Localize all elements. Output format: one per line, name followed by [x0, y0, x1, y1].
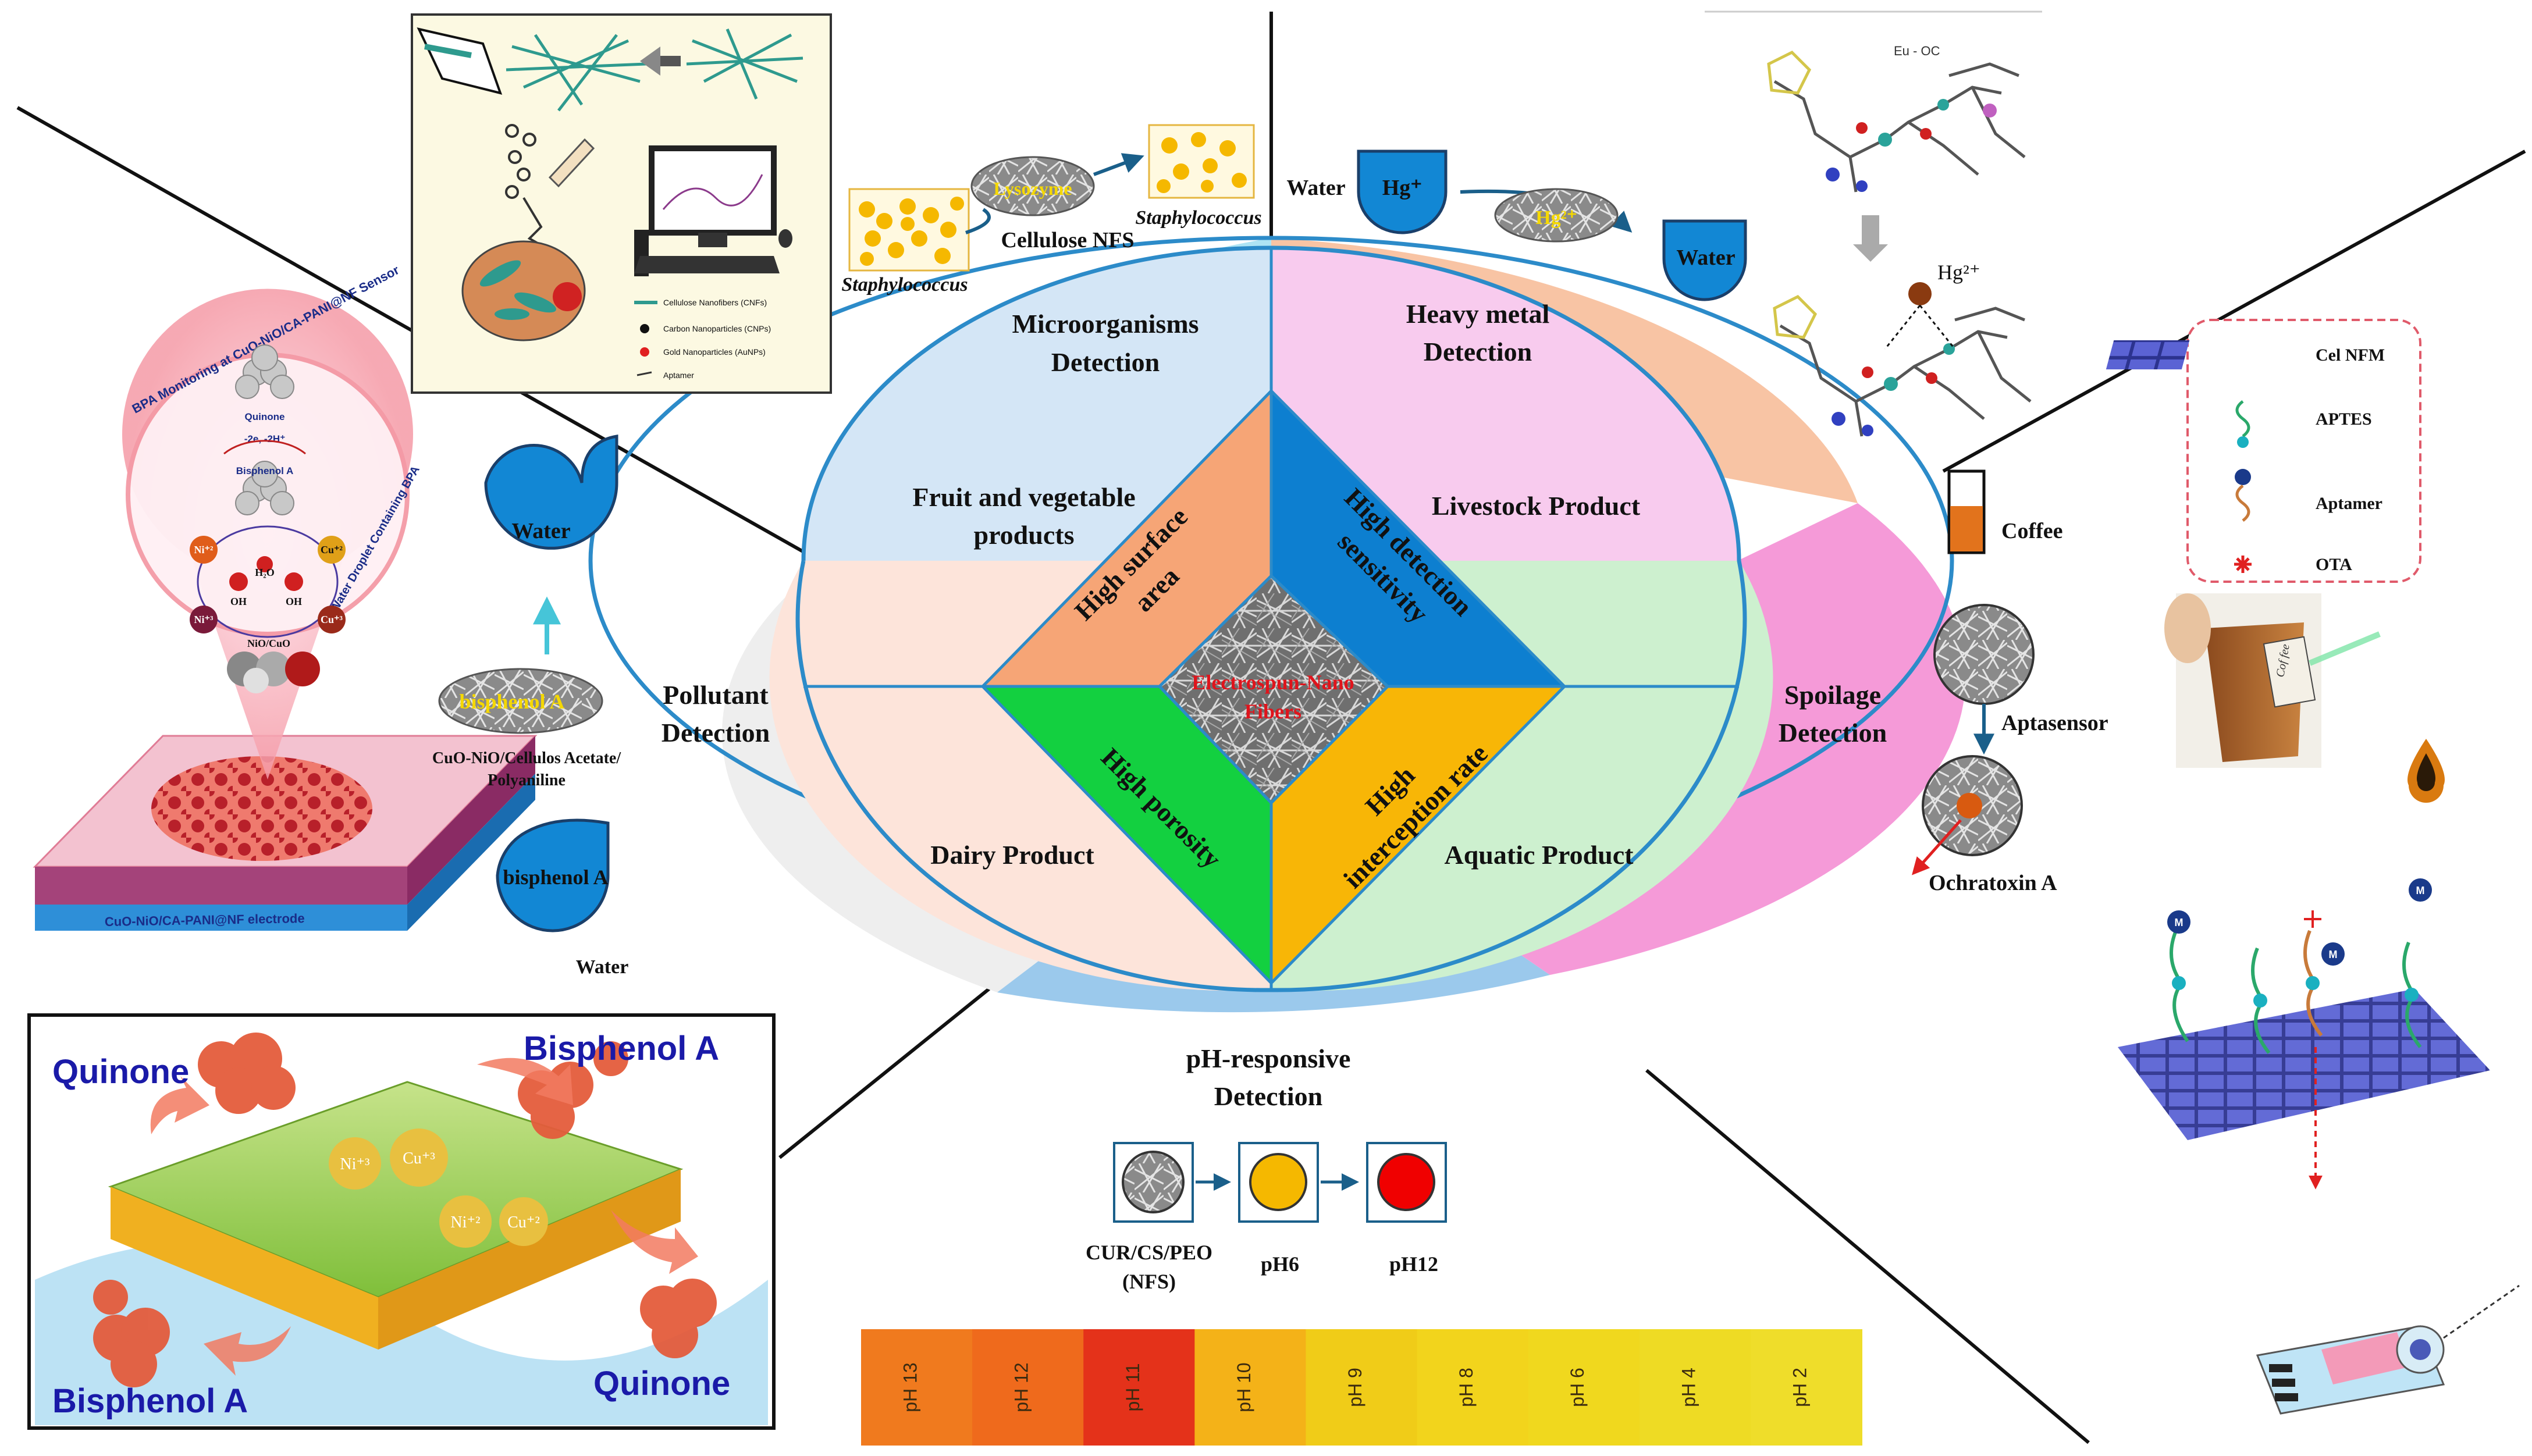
water-top-label: Water [511, 519, 570, 543]
ph-strip-cell [861, 1329, 973, 1446]
ph-strip-cell [1306, 1329, 1418, 1446]
hg-plus-label: Hg⁺ [1382, 176, 1423, 200]
water-droplet-hg [1662, 219, 1747, 301]
ph-strip-label: pH 12 [1011, 1362, 1032, 1412]
nio-cuo-label: NiO/CuO [247, 638, 290, 649]
ph-strip-cell [1417, 1329, 1529, 1446]
heavy-metal-panel: Water Hg⁺ Hg²⁺ Water Eu - OC Hg²⁺ [1286, 10, 2042, 437]
cu3-label: Cu⁺³ [321, 614, 343, 625]
hg-water-label: Water [1286, 176, 1345, 200]
hg-droplet [1357, 149, 1448, 234]
hg-ion-label: Hg²⁺ [1937, 261, 1980, 284]
water-droplet-top [484, 435, 618, 550]
cellulose-nfs-label: Cellulose NFS [1001, 228, 1134, 252]
bisphenol-tr-label: Bisphenol A [524, 1030, 719, 1067]
divider-lines [16, 12, 2526, 1444]
bisphenol-droplet [496, 818, 610, 932]
microorganism-sensor-panel: Cellulose Nanofibers (CNFs) Carbon Nanop… [411, 13, 832, 394]
h2o-label: H₂O [255, 567, 274, 578]
quinone-small-label: Quinone [245, 411, 285, 422]
staph-left-label: Staphylococcus [841, 274, 968, 296]
cu2-label: Cu⁺² [321, 544, 343, 556]
aptasensor-label: Aptasensor [2001, 711, 2108, 735]
label-dairy: Dairy Product [930, 840, 1094, 870]
ph-label-ph6: pH6 [1261, 1252, 1299, 1276]
inner-fruit-veg [803, 248, 1271, 561]
ion-ni3: Ni⁺³ [340, 1155, 369, 1173]
ph-strip-label: pH 13 [900, 1362, 921, 1412]
ph-strip-label: pH 10 [1233, 1362, 1254, 1412]
ph-strip-label: pH 4 [1678, 1368, 1699, 1407]
label-livestock: Livestock Product [1432, 491, 1641, 521]
m-label-1: M [2175, 917, 2184, 928]
bisphenol-fiber-label: bisphenol A [459, 690, 564, 713]
coffee-label: Coffee [2001, 519, 2062, 543]
ph-label-cur: CUR/CS/PEO [1086, 1241, 1212, 1264]
oh-label-2: OH [286, 596, 302, 607]
ph-strip-cell [1639, 1329, 1751, 1446]
ph-label-ph12: pH12 [1389, 1252, 1438, 1276]
bisphenol-bl-label: Bisphenol A [52, 1382, 248, 1420]
bisphenol-drop-label: bisphenol A [503, 866, 608, 889]
inner-livestock [1271, 248, 1739, 561]
bpa-flow: Water bisphenol A CuO-NiO/Cellulos Aceta… [432, 435, 629, 978]
ph-strip-cell [1750, 1329, 1862, 1446]
spoilage-aptasensor-panel: Coffee Aptasensor Ochratoxin A Cel NFM A… [1912, 319, 2520, 1415]
bpa-reaction-box: Ni⁺³ Cu⁺³ Ni⁺² Cu⁺² Quinone Bisphenol A … [27, 1013, 776, 1430]
ph-strip-cell [1528, 1329, 1640, 1446]
ph-label-nfs: (NFS) [1122, 1270, 1176, 1293]
label-aquatic: Aquatic Product [1445, 840, 1634, 870]
lysozyme-label: Lysozyme [993, 178, 1072, 199]
fiber-caption: CuO-NiO/Cellulos Acetate/Polyaniline [432, 749, 622, 789]
legend-ota: OTA [2316, 555, 2352, 574]
water-hg-label: Water [1676, 245, 1735, 270]
ph-strip-label: pH 11 [1122, 1363, 1143, 1411]
lysozyme-flow: Staphylococcus Lysozyme Cellulose NFS St… [841, 124, 1262, 296]
ph-strip-cell [1194, 1329, 1307, 1446]
outer-ring [588, 236, 1966, 1013]
legend-aptes: APTES [2316, 410, 2372, 429]
legend-cel-nfm: Cel NFM [2316, 346, 2385, 365]
ion-cu2: Cu⁺² [507, 1213, 540, 1231]
ph-strip-label: pH 9 [1345, 1368, 1365, 1407]
legend-aptamer: Aptamer [2316, 494, 2382, 513]
quinone-br-label: Quinone [593, 1365, 730, 1402]
water-caption: Water [576, 956, 629, 978]
ph-strip-cell [1083, 1329, 1196, 1446]
ni3-label: Ni⁺³ [194, 614, 214, 625]
ion-cu3: Cu⁺³ [403, 1149, 435, 1167]
hg-fiber-label: Hg²⁺ [1535, 207, 1577, 229]
ph-strip-label: pH 8 [1456, 1368, 1477, 1407]
micro-legend-aptamer: Aptamer [663, 371, 694, 380]
eu-oc-label: Eu - OC [1894, 44, 1940, 58]
quinone-tl-label: Quinone [52, 1053, 189, 1091]
micro-legend-aunp: Gold Nanoparticles (AuNPs) [663, 347, 766, 357]
ph-strip-label: pH 2 [1789, 1368, 1810, 1407]
ion-ni2: Ni⁺² [450, 1213, 480, 1231]
oh-label-1: OH [230, 596, 247, 607]
micro-legend-cnp: Carbon Nanoparticles (CNPs) [663, 324, 771, 333]
ni2-label: Ni⁺² [194, 544, 214, 556]
bisphenol-small-label: Bisphenol A [236, 465, 294, 476]
ph-strip-cell [972, 1329, 1084, 1446]
bpa-sensor-panel: CuO-NiO/CA-PANI@NF electrode BPA Monitor… [33, 262, 538, 931]
staph-right-label: Staphylococcus [1135, 207, 1261, 229]
electrode-label: CuO-NiO/CA-PANI@NF electrode [105, 911, 305, 929]
m-label-3: M [2329, 949, 2338, 960]
ph-color-strip: pH 13 pH 12 pH 11 pH 10 pH 9 pH 8 pH 6 pH 4 pH 2 [861, 1329, 1862, 1446]
micro-legend-cnf: Cellulose Nanofibers (CNFs) [663, 298, 767, 307]
m-label-2: M [2416, 885, 2425, 896]
ochratoxin-label: Ochratoxin A [1929, 871, 2057, 895]
ph-strip-label: pH 6 [1567, 1368, 1588, 1407]
center-fiber-image [1157, 574, 1390, 805]
